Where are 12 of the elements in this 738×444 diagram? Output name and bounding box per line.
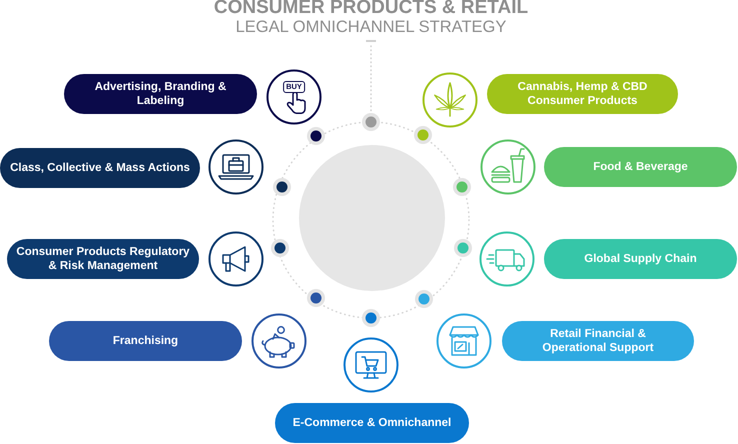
topic-pill: Global Supply Chain xyxy=(544,239,737,279)
hub-circle xyxy=(299,145,445,291)
topic-pill: Advertising, Branding & Labeling xyxy=(64,74,257,114)
topic-pill: Class, Collective & Mass Actions xyxy=(0,148,200,188)
subtitle: LEGAL OMNICHANNEL STRATEGY xyxy=(236,17,506,37)
topic-pill: Retail Financial & Operational Support xyxy=(502,321,694,361)
title: CONSUMER PRODUCTS & RETAIL xyxy=(214,0,528,19)
topic-pill: E-Commerce & Omnichannel xyxy=(275,403,469,443)
topic-pill: Cannabis, Hemp & CBD Consumer Products xyxy=(487,74,678,114)
topic-pill: Food & Beverage xyxy=(544,147,737,187)
topic-pill: Consumer Products Regulatory & Risk Management xyxy=(7,239,199,279)
topic-pill: Franchising xyxy=(49,321,242,361)
